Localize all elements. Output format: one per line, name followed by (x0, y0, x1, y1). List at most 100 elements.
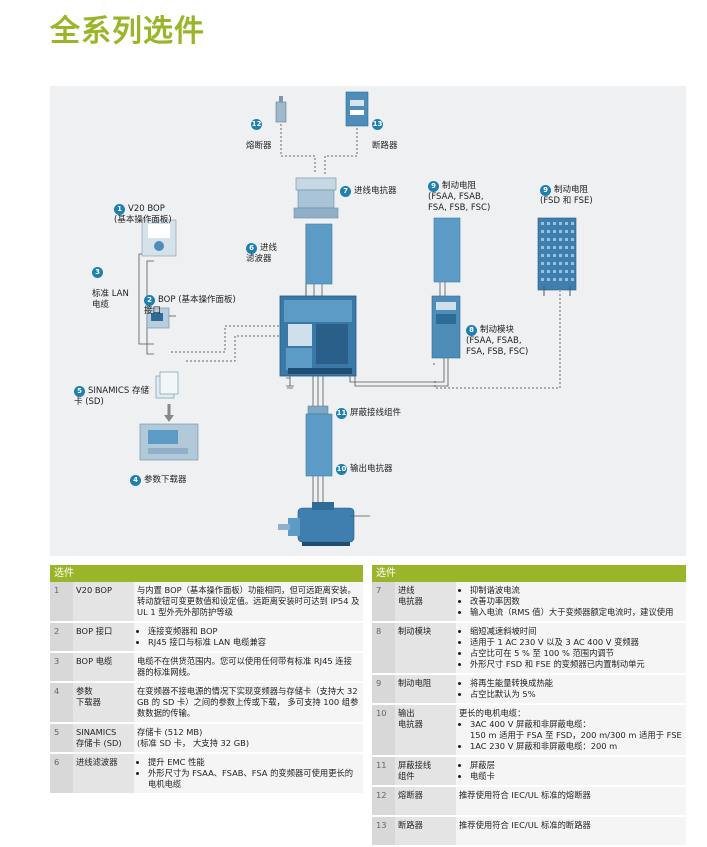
table-row: 4 参数 下载器 在变频器不接电源的情况下实现变频器与存储卡（支持大 32 GB… (50, 682, 363, 724)
label-line-filter-text: 进线 滤波器 (246, 243, 278, 264)
label-fuse-text: 熔断器 (246, 141, 272, 151)
bullet-item: 外形尺寸为 FSAA、FSAB、FSA 的变频器可使用更长的电机电缆 (148, 768, 360, 790)
callout-3: 3 (92, 267, 103, 278)
page-title: 全系列选件 (50, 14, 205, 49)
callout-9b: 9 (540, 185, 551, 196)
bullet-item: 外形尺寸 FSD 和 FSE 的变频器已内置制动单元 (470, 659, 683, 670)
bullet-item: 1AC 230 V 屏蔽和非屏蔽电缆：200 m (470, 741, 683, 752)
motor-shape (278, 502, 370, 546)
label-braking-module-text: 制动模块 (FSAA, FSAB, FSA, FSB, FSC) (466, 325, 529, 357)
row-value: 与内置 BOP（基本操作面板）功能相同，但可远距离安装。转动旋钮可变更数值和设定… (134, 582, 363, 623)
label-bop-interface-text: BOP (基本操作面板) 接口 (144, 295, 236, 316)
table-header: 选件 (372, 565, 686, 582)
bop-interface-shape (146, 307, 170, 329)
callout-6: 6 (246, 243, 257, 254)
bullet-item: 占空比默认为 5% (470, 689, 683, 700)
options-table-right: 选件 7 进线 电抗器 抑制谐波电流 改善功率因数 输入电流（RMS 值）大于变… (372, 565, 686, 847)
row-key: V20 BOP (73, 582, 134, 623)
callout-1: 1 (114, 204, 125, 215)
bullet-item: 电缆卡 (470, 771, 683, 782)
label-line-reactor-text: 进线电抗器 (354, 186, 397, 196)
label-parameter-loader-text: 参数下载器 (144, 475, 187, 485)
row-value: 屏蔽层 电缆卡 (456, 756, 686, 787)
callout-4: 4 (130, 475, 141, 486)
row-number: 6 (50, 753, 73, 795)
callout-8: 8 (466, 325, 477, 336)
callout-10: 10 (336, 464, 347, 475)
callout-12: 12 (251, 119, 262, 130)
row-value-intro: 更长的电机电缆： (459, 708, 526, 718)
diagram-graphics (138, 91, 577, 546)
table-row: 3 BOP 电缆 电缆不在供货范围内。您可以使用任何带有标准 RJ45 连接器的… (50, 652, 363, 683)
row-number: 5 (50, 723, 73, 754)
row-number: 8 (372, 622, 395, 675)
table-row: 7 进线 电抗器 抑制谐波电流 改善功率因数 输入电流（RMS 值）大于变频器额… (372, 582, 686, 623)
row-key: 输出 电抗器 (395, 704, 456, 757)
label-output-reactor-text: 输出电抗器 (350, 464, 393, 474)
line-filter-shape (305, 223, 333, 285)
breaker-shape (345, 91, 369, 127)
label-lan-cable: 3 标准 LAN 电缆 (92, 256, 129, 311)
row-number: 12 (372, 786, 395, 817)
parameter-loader-shape (139, 423, 199, 461)
row-value: 提升 EMC 性能 外形尺寸为 FSAA、FSAB、FSA 的变频器可使用更长的… (134, 753, 363, 795)
row-number: 1 (50, 582, 73, 623)
label-fuse: 12 熔断器 (246, 108, 272, 152)
bullet-item: 输入电流（RMS 值）大于变频器额定电流时，建议使用 (470, 607, 683, 618)
bullet-item: 屏蔽层 (470, 760, 683, 771)
row-value: 更长的电机电缆： 3AC 400 V 屏蔽和非屏蔽电缆： 150 m 适用于 F… (456, 704, 686, 757)
row-key: BOP 接口 (73, 622, 134, 653)
table-row: 5 SINAMICS 存储卡 (SD) 存储卡 (512 MB) (标准 SD … (50, 723, 363, 754)
table-row: 12 熔断器 推荐使用符合 IEC/UL 标准的熔断器 (372, 786, 686, 817)
options-table-left: 选件 1 V20 BOP 与内置 BOP（基本操作面板）功能相同，但可远距离安装… (50, 565, 363, 795)
output-reactor-shape (305, 413, 333, 477)
callout-2: 2 (144, 295, 155, 306)
label-braking-resistor-small-text: 制动电阻 (FSAA, FSAB, FSA, FSB, FSC) (428, 181, 491, 213)
shield-kit-shape (307, 405, 329, 415)
bullet-item: 3AC 400 V 屏蔽和非屏蔽电缆： 150 m 适用于 FSA 至 FSD，… (470, 719, 683, 741)
bullet-item: 提升 EMC 性能 (148, 757, 360, 768)
row-number: 11 (372, 756, 395, 787)
bullet-item: 占空比可在 5 % 至 100 % 范围内调节 (470, 648, 683, 659)
row-value: 推荐使用符合 IEC/UL 标准的熔断器 (456, 786, 686, 817)
label-braking-resistor-large-text: 制动电阻 (FSD 和 FSE) (540, 185, 593, 206)
row-key: SINAMICS 存储卡 (SD) (73, 723, 134, 754)
bullet-item: 缩短减速斜坡时间 (470, 626, 683, 637)
callout-7: 7 (340, 186, 351, 197)
row-number: 3 (50, 652, 73, 683)
table-header: 选件 (50, 565, 363, 582)
table-row: 9 制动电阻 将再生能量转换成热能 占空比默认为 5% (372, 674, 686, 705)
row-value: 将再生能量转换成热能 占空比默认为 5% (456, 674, 686, 705)
label-sd-card-text: SINAMICS 存储 卡 (SD) (74, 386, 149, 407)
row-value: 在变频器不接电源的情况下实现变频器与存储卡（支持大 32 GB 的 SD 卡）之… (134, 682, 363, 724)
braking-module-shape (431, 295, 461, 359)
row-key: BOP 电缆 (73, 652, 134, 683)
table-row: 2 BOP 接口 连接变频器和 BOP RJ45 接口与标准 LAN 电缆兼容 (50, 622, 363, 653)
bop-shape (141, 219, 177, 257)
table-row: 1 V20 BOP 与内置 BOP（基本操作面板）功能相同，但可远距离安装。转动… (50, 582, 363, 623)
bullet-item: 抑制谐波电流 (470, 585, 683, 596)
row-number: 10 (372, 704, 395, 757)
callout-9a: 9 (428, 181, 439, 192)
table-row: 11 屏蔽接线 组件 屏蔽层 电缆卡 (372, 756, 686, 787)
table-row: 6 进线滤波器 提升 EMC 性能 外形尺寸为 FSAA、FSAB、FSA 的变… (50, 753, 363, 795)
callout-11: 11 (336, 408, 347, 419)
bullet-item: RJ45 接口与标准 LAN 电缆兼容 (148, 637, 360, 648)
label-lan-cable-text: 标准 LAN 电缆 (92, 289, 129, 310)
row-number: 7 (372, 582, 395, 623)
row-value: 电缆不在供货范围内。您可以使用任何带有标准 RJ45 连接器的标准网线。 (134, 652, 363, 683)
row-key: 进线滤波器 (73, 753, 134, 795)
line-reactor-shape (293, 177, 339, 219)
row-value: 缩短减速斜坡时间 适用于 1 AC 230 V 以及 3 AC 400 V 变频… (456, 622, 686, 675)
callout-13: 13 (372, 119, 383, 130)
